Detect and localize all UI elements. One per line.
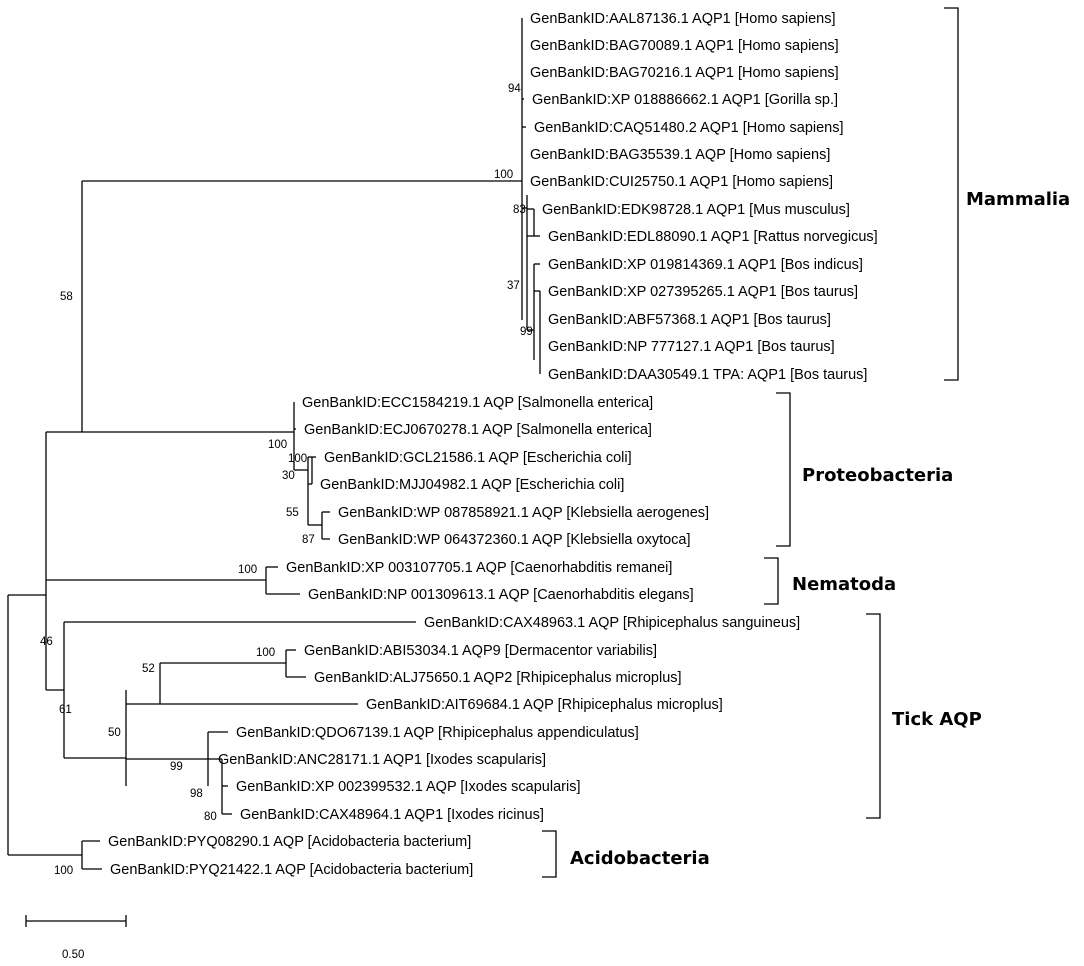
bootstrap-value: 94 <box>508 83 521 95</box>
leaf-label: GenBankID:ABF57368.1 AQP1 [Bos taurus] <box>548 312 831 328</box>
bootstrap-value: 99 <box>170 761 183 773</box>
clade-name: Acidobacteria <box>570 848 710 869</box>
leaf-label: GenBankID:BAG70216.1 AQP1 [Homo sapiens] <box>530 65 839 81</box>
clade-bracket <box>944 7 959 381</box>
scale-bar: 0.50 <box>25 915 127 961</box>
leaf-label: GenBankID:CAQ51480.2 AQP1 [Homo sapiens] <box>534 120 844 136</box>
bootstrap-value: 100 <box>238 564 257 576</box>
leaf-label: GenBankID:ECC1584219.1 AQP [Salmonella e… <box>302 395 653 411</box>
bootstrap-value: 100 <box>494 169 513 181</box>
leaf-label: GenBankID:XP 027395265.1 AQP1 [Bos tauru… <box>548 284 858 300</box>
clade-bracket <box>542 830 557 878</box>
leaf-label: GenBankID:XP 002399532.1 AQP [Ixodes sca… <box>236 779 580 795</box>
leaf-label: GenBankID:ECJ0670278.1 AQP [Salmonella e… <box>304 422 652 438</box>
leaf-label: GenBankID:MJJ04982.1 AQP [Escherichia co… <box>320 477 624 493</box>
leaf-label: GenBankID:ALJ75650.1 AQP2 [Rhipicephalus… <box>314 670 682 686</box>
leaf-label: GenBankID:CAX48963.1 AQP [Rhipicephalus … <box>424 615 800 631</box>
leaf-label: GenBankID:PYQ21422.1 AQP [Acidobacteria … <box>110 862 473 878</box>
leaf-label: GenBankID:AIT69684.1 AQP [Rhipicephalus … <box>366 697 723 713</box>
leaf-label: GenBankID:NP 777127.1 AQP1 [Bos taurus] <box>548 339 835 355</box>
bootstrap-value: 50 <box>108 727 121 739</box>
bootstrap-value: 61 <box>59 704 72 716</box>
bootstrap-value: 80 <box>204 811 217 823</box>
clade-name: Mammalia <box>966 189 1070 210</box>
bootstrap-value: 55 <box>286 507 299 519</box>
leaf-label: GenBankID:CAX48964.1 AQP1 [Ixodes ricinu… <box>240 807 544 823</box>
leaf-label: GenBankID:BAG35539.1 AQP [Homo sapiens] <box>530 147 830 163</box>
leaf-label: GenBankID:GCL21586.1 AQP [Escherichia co… <box>324 450 632 466</box>
leaf-label: GenBankID:WP 087858921.1 AQP [Klebsiella… <box>338 505 709 521</box>
bootstrap-value: 100 <box>288 453 307 465</box>
bootstrap-value: 37 <box>507 280 520 292</box>
leaf-label: GenBankID:AAL87136.1 AQP1 [Homo sapiens] <box>530 11 836 27</box>
tree-branches <box>7 18 541 870</box>
leaf-label: GenBankID:XP 003107705.1 AQP [Caenorhabd… <box>286 560 672 576</box>
bootstrap-value: 98 <box>190 788 203 800</box>
leaf-label: GenBankID:ABI53034.1 AQP9 [Dermacentor v… <box>304 643 657 659</box>
leaf-label: GenBankID:QDO67139.1 AQP [Rhipicephalus … <box>236 725 639 741</box>
leaf-label: GenBankID:ANC28171.1 AQP1 [Ixodes scapul… <box>218 752 546 768</box>
clade-name: Proteobacteria <box>802 465 953 486</box>
clade-bracket <box>776 392 791 547</box>
leaf-labels: GenBankID:AAL87136.1 AQP1 [Homo sapiens]… <box>108 11 878 878</box>
leaf-label: GenBankID:XP 019814369.1 AQP1 [Bos indic… <box>548 257 863 273</box>
leaf-label: GenBankID:BAG70089.1 AQP1 [Homo sapiens] <box>530 38 839 54</box>
bootstrap-value: 46 <box>40 636 53 648</box>
bootstrap-value: 100 <box>268 439 287 451</box>
bootstrap-value: 100 <box>256 647 275 659</box>
leaf-label: GenBankID:XP 018886662.1 AQP1 [Gorilla s… <box>532 92 838 108</box>
bootstrap-value: 87 <box>302 534 315 546</box>
scale-bar-label: 0.50 <box>62 949 84 961</box>
leaf-label: GenBankID:EDK98728.1 AQP1 [Mus musculus] <box>542 202 850 218</box>
leaf-label: GenBankID:EDL88090.1 AQP1 [Rattus norveg… <box>548 229 878 245</box>
bootstrap-values: 9410083379958100100305587100466110052509… <box>40 83 533 877</box>
leaf-label: GenBankID:WP 064372360.1 AQP [Klebsiella… <box>338 532 691 548</box>
leaf-label: GenBankID:DAA30549.1 TPA: AQP1 [Bos taur… <box>548 367 867 383</box>
bootstrap-value: 30 <box>282 470 295 482</box>
bootstrap-value: 83 <box>513 204 526 216</box>
leaf-label: GenBankID:NP 001309613.1 AQP [Caenorhabd… <box>308 587 694 603</box>
clade-name: Tick AQP <box>892 709 982 730</box>
clade-bracket <box>764 557 779 605</box>
clade-name: Nematoda <box>792 574 896 595</box>
clade-bracket <box>866 613 881 819</box>
leaf-label: GenBankID:CUI25750.1 AQP1 [Homo sapiens] <box>530 174 833 190</box>
bootstrap-value: 52 <box>142 663 155 675</box>
leaf-label: GenBankID:PYQ08290.1 AQP [Acidobacteria … <box>108 834 471 850</box>
bootstrap-value: 58 <box>60 291 73 303</box>
bootstrap-value: 100 <box>54 865 73 877</box>
bootstrap-value: 99 <box>520 326 533 338</box>
